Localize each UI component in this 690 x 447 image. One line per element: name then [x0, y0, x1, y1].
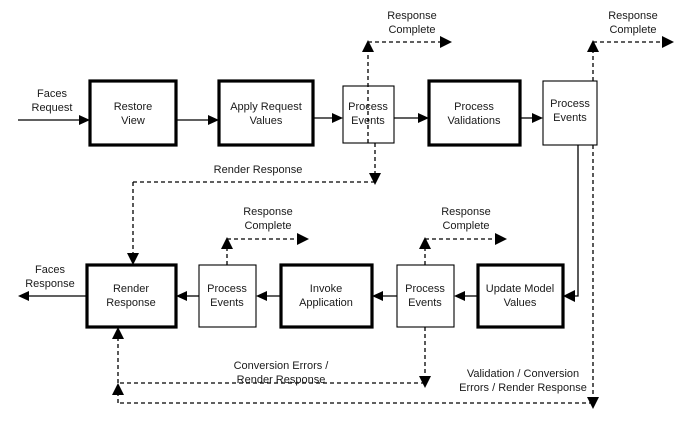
box-update-model-values: Update Model Values [476, 263, 565, 329]
box-invoke-application-line1: Invoke [310, 283, 342, 295]
box-apply-request-values: Apply Request Values [217, 79, 315, 147]
box-update-model-values-line1: Update Model [486, 283, 555, 295]
box-process-validations: Process Validations [427, 79, 522, 147]
label-faces-request-line1: Faces [37, 88, 67, 100]
flow-render-response-path: Render Response [127, 143, 381, 265]
box-process-validations-line1: Process [454, 101, 494, 113]
label-response-complete-mid-1-line2: Complete [244, 220, 291, 232]
box-update-model-values-line2: Values [504, 297, 537, 309]
label-response-complete-top-2-line2: Complete [609, 24, 656, 36]
box-restore-view-line1: Restore [114, 101, 153, 113]
label-response-complete-top-1-line1: Response [387, 10, 437, 22]
box-process-events-2-line1: Process [550, 98, 590, 110]
flow-events3-to-render-response [176, 291, 199, 301]
box-render-response-line1: Render [113, 283, 149, 295]
flow-faces-request-arrow [18, 115, 90, 125]
flow-events4-to-invoke [372, 291, 397, 301]
box-process-events-2-line2: Events [553, 112, 587, 124]
label-validation-conversion-line1: Validation / Conversion [467, 368, 579, 380]
box-restore-view-line2: View [121, 115, 145, 127]
box-process-events-4-line2: Events [408, 297, 442, 309]
flow-response-complete-mid-2: Response Complete [419, 206, 507, 265]
box-restore-view: Restore View [88, 79, 178, 147]
box-invoke-application: Invoke Application [279, 263, 374, 329]
label-response-complete-top-2-line1: Response [608, 10, 658, 22]
box-process-events-3: Process Events [198, 264, 257, 328]
label-conversion-errors-line1: Conversion Errors / [234, 360, 330, 372]
label-faces-response-line2: Response [25, 278, 75, 290]
label-faces-response: Faces Response [25, 264, 75, 290]
flow-faces-response-arrow [18, 291, 87, 301]
box-apply-request-values-line2: Values [250, 115, 283, 127]
label-faces-response-line1: Faces [35, 264, 65, 276]
flow-validations-to-events2 [520, 113, 543, 123]
flow-update-model-to-events4 [454, 291, 478, 301]
box-process-events-3-line2: Events [210, 297, 244, 309]
flow-response-complete-top-1: Response Complete [362, 10, 452, 143]
label-conversion-errors-line2: Render Response [237, 374, 326, 386]
flow-apply-to-events1 [313, 113, 343, 123]
box-render-response-line2: Response [106, 297, 156, 309]
box-process-events-2: Process Events [542, 80, 598, 146]
label-response-complete-mid-2-line1: Response [441, 206, 491, 218]
label-response-complete-top-1-line2: Complete [388, 24, 435, 36]
label-faces-request-line2: Request [32, 102, 73, 114]
label-validation-conversion-line2: Errors / Render Response [459, 382, 587, 394]
flow-events2-to-update-model [563, 145, 579, 302]
label-response-complete-mid-1-line1: Response [243, 206, 293, 218]
flow-validation-conversion-path: Validation / Conversion Errors / Render … [112, 145, 599, 409]
flow-events1-to-validations [394, 113, 429, 123]
flow-conversion-errors-path: Conversion Errors / Render Response [112, 327, 431, 388]
box-process-events-4-line1: Process [405, 283, 445, 295]
box-render-response: Render Response [85, 263, 178, 329]
box-process-validations-line2: Validations [448, 115, 501, 127]
flow-restore-to-apply [176, 115, 219, 125]
label-render-response-path: Render Response [214, 164, 303, 176]
flow-response-complete-top-2: Response Complete [587, 10, 674, 81]
flow-invoke-to-events3 [256, 291, 281, 301]
label-faces-request: Faces Request [32, 88, 73, 114]
box-invoke-application-line2: Application [299, 297, 353, 309]
box-process-events-3-line1: Process [207, 283, 247, 295]
label-response-complete-mid-2-line2: Complete [442, 220, 489, 232]
box-apply-request-values-line1: Apply Request [230, 101, 302, 113]
box-process-events-4: Process Events [396, 264, 455, 328]
flow-response-complete-mid-1: Response Complete [221, 206, 309, 265]
